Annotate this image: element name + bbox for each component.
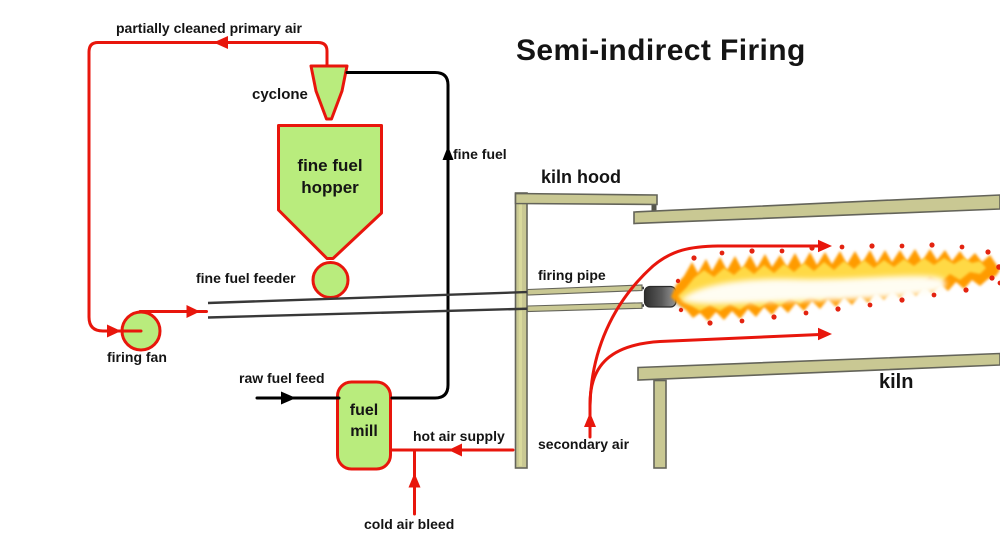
kiln-bottom-plate <box>637 352 1000 381</box>
label-fine-fuel-hopper: fine fuel hopper <box>278 155 382 199</box>
equipment <box>120 64 392 471</box>
label-kiln: kiln <box>879 371 914 393</box>
firing-pipe-lower-tube <box>526 302 643 313</box>
label-fine-fuel-hopper-line1: fine fuel <box>297 156 363 175</box>
label-fine-fuel-feeder: fine fuel feeder <box>196 270 296 286</box>
fan-inlet-arrow <box>107 324 121 338</box>
flame-core-white <box>680 275 946 304</box>
fan-outlet-arrow <box>186 305 200 318</box>
label-primary-air: partially cleaned primary air <box>116 20 302 36</box>
label-fine-fuel: fine fuel <box>453 146 507 162</box>
label-fine-fuel-hopper-line2: hopper <box>301 178 359 197</box>
flame-red-specks <box>675 242 1000 326</box>
firing-pipe-upper-tube <box>526 284 643 296</box>
raw-fuel-arrow <box>281 391 296 405</box>
secondary-air-lines <box>584 239 832 439</box>
label-secondary-air: secondary air <box>538 436 630 452</box>
primary-air-left-arrow <box>213 36 228 49</box>
page-title: Semi-indirect Firing <box>516 34 806 67</box>
label-raw-fuel-feed: raw fuel feed <box>239 370 325 386</box>
kiln-hood-wall-highlight <box>518 195 522 466</box>
hot-air-supply-line <box>389 443 515 457</box>
kiln-top-plate <box>633 194 1000 225</box>
label-firing-pipe: firing pipe <box>538 267 606 283</box>
firing-pipe-lines <box>207 284 677 319</box>
hot-air-arrow <box>448 443 462 457</box>
flame <box>671 242 1000 326</box>
secondary-air-arrow-upper <box>818 239 832 253</box>
label-fuel-mill: fuel mill <box>337 400 391 442</box>
cold-air-arrow <box>408 473 421 488</box>
label-fuel-mill-line2: mill <box>350 423 378 440</box>
label-kiln-hood: kiln hood <box>541 167 621 187</box>
fuel-mill-shape <box>336 380 392 471</box>
kiln-hood-top-bar <box>514 192 658 206</box>
primary-air-loop <box>87 36 329 338</box>
secondary-air-arrow-lower <box>818 327 832 341</box>
fine-fuel-return-line <box>345 71 454 400</box>
label-fuel-mill-line1: fuel <box>349 402 379 419</box>
kiln-hood-right-post <box>653 379 667 469</box>
cyclone-shape <box>309 64 349 121</box>
fine-fuel-feeder-shape <box>311 261 350 299</box>
label-hot-air-supply: hot air supply <box>413 428 505 444</box>
label-cyclone: cyclone <box>252 86 308 103</box>
fine-fuel-up-arrow <box>442 146 454 160</box>
fan-outlet-line <box>138 305 208 318</box>
kiln-structures <box>514 192 1000 469</box>
fine-fuel-hopper-shape <box>277 124 383 260</box>
cold-air-bleed-line <box>408 448 421 516</box>
label-cold-air-bleed: cold air bleed <box>364 516 455 532</box>
secondary-air-up-arrow <box>584 412 596 427</box>
raw-fuel-feed-line <box>255 391 341 405</box>
label-firing-fan: firing fan <box>107 349 167 365</box>
